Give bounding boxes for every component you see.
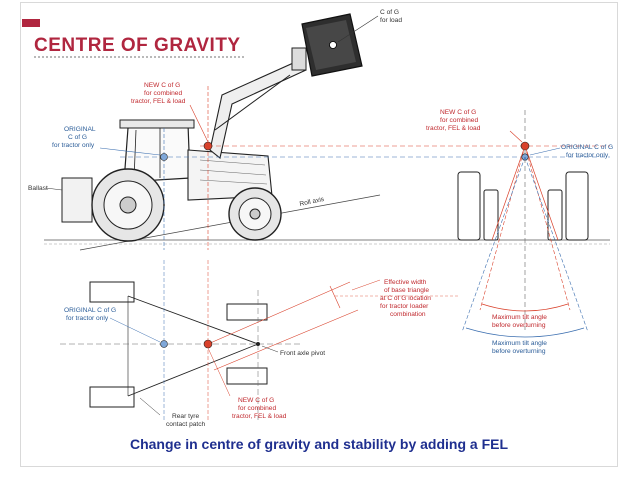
new-cog-side-label-3: tractor, FEL & load — [131, 98, 186, 105]
front-axle-label: Front axle pivot — [280, 350, 325, 357]
max-tilt-red-label-1: Maximum tilt angle — [492, 314, 547, 321]
new-cog-side-label-1: NEW C of G — [144, 82, 180, 89]
eff-width-label-2: of base triangle — [384, 287, 429, 294]
orig-cog-top-marker — [160, 340, 168, 348]
rear-view-left-tyre — [457, 171, 481, 241]
orig-cog-top-label-1: ORIGINAL C of G — [64, 307, 116, 314]
new-cog-side-marker — [203, 141, 213, 151]
rear-tyre-label-2: contact patch — [166, 421, 206, 428]
slide-caption: Change in centre of gravity and stabilit… — [129, 436, 509, 452]
rear-tyre-label-1: Rear tyre — [172, 413, 199, 420]
max-tilt-blue-label-1: Maximum tilt angle — [492, 340, 547, 347]
eff-width-label-1: Effective width — [384, 279, 427, 286]
slide-title: CENTRE OF GRAVITY — [34, 35, 241, 56]
orig-cog-rear-label-2: for tractor only — [566, 152, 609, 159]
eff-width-label-3: at C of G location — [380, 295, 431, 302]
eff-width-label-4: for tractor loader — [380, 303, 429, 310]
roll-axis-label: Roll axis — [299, 196, 326, 208]
ballast-block — [61, 177, 93, 223]
max-tilt-blue-label-2: before overturning — [492, 348, 546, 355]
orig-cog-side-label-3: for tractor only — [52, 142, 95, 149]
side-view: Roll axis Ballast — [28, 9, 610, 251]
loader-arm — [209, 47, 307, 159]
new-cog-rear-label-1: NEW C of G — [440, 109, 476, 116]
orig-cog-rear-label-1: ORIGINAL C of G — [561, 144, 613, 151]
cog-load-label-1: C of G — [380, 9, 399, 16]
orig-cog-top-label-2: for tractor only — [66, 315, 109, 322]
title-accent — [22, 19, 40, 27]
new-cog-top-label-1: NEW C of G — [238, 397, 274, 404]
top-front-left-tyre — [226, 303, 268, 321]
loaded-bucket — [301, 13, 379, 77]
top-rear-right-tyre — [89, 386, 135, 408]
slide-border — [20, 2, 618, 467]
rear-view-right-tyre — [565, 171, 589, 241]
max-tilt-red-label-2: before overturning — [492, 322, 546, 329]
rear-view: NEW C of G for combined tractor, FEL & l… — [426, 109, 613, 355]
ballast-label: Ballast — [28, 185, 48, 192]
top-rear-left-tyre — [89, 281, 135, 303]
new-cog-top-marker — [203, 339, 213, 349]
cog-load-label-2: for load — [380, 17, 402, 24]
new-cog-side-label-2: for combined — [144, 90, 182, 97]
new-cog-top-label-3: tractor, FEL & load — [232, 413, 287, 420]
front-axle-pivot-marker — [256, 342, 260, 346]
orig-cog-side-marker — [160, 153, 168, 161]
top-front-right-tyre — [226, 367, 268, 385]
load-cog-marker — [329, 41, 337, 49]
tractor — [91, 119, 282, 242]
eff-width-label-5: combination — [390, 311, 426, 318]
new-cog-rear-label-3: tractor, FEL & load — [426, 125, 481, 132]
new-cog-top-label-2: for combined — [238, 405, 276, 412]
title-underline — [34, 56, 244, 58]
orig-cog-side-label-2: C of G — [68, 134, 87, 141]
top-view: ORIGINAL C of G for tractor only Front a… — [60, 260, 458, 428]
orig-cog-side-label-1: ORIGINAL — [64, 126, 96, 133]
new-cog-rear-label-2: for combined — [440, 117, 478, 124]
